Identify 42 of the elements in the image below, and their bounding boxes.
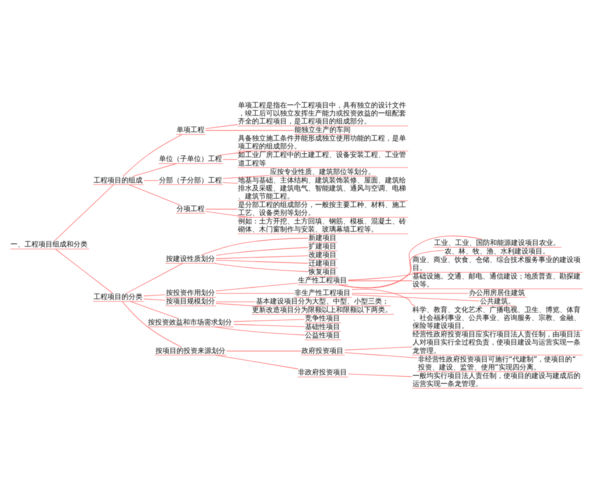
connector	[233, 319, 305, 322]
connector	[344, 346, 412, 350]
connector	[205, 211, 252, 218]
connector	[216, 293, 294, 294]
connector	[216, 282, 298, 292]
connector	[233, 324, 305, 327]
connector	[144, 298, 166, 301]
connector	[214, 326, 305, 336]
connector	[200, 238, 308, 256]
connector	[226, 350, 302, 352]
connector	[216, 260, 308, 264]
connector	[214, 263, 308, 272]
connector	[126, 263, 183, 294]
connector	[216, 247, 308, 256]
connector	[205, 208, 238, 210]
connector	[222, 159, 238, 160]
connector	[215, 354, 298, 370]
connector	[348, 374, 412, 377]
connector	[144, 294, 166, 296]
connector	[122, 301, 182, 348]
connector	[222, 182, 238, 184]
connector	[352, 289, 416, 307]
connector	[216, 255, 308, 259]
connector	[54, 184, 114, 242]
connector	[205, 130, 294, 131]
connector	[218, 150, 252, 156]
connector	[344, 352, 418, 358]
connector	[222, 175, 270, 179]
connector	[216, 303, 260, 307]
connector	[144, 180, 159, 181]
connector	[352, 294, 480, 302]
connector	[348, 272, 424, 280]
connector	[55, 248, 113, 294]
connector	[205, 124, 238, 129]
connector	[128, 184, 180, 206]
connector	[352, 293, 469, 294]
connector	[132, 163, 177, 177]
connector	[339, 250, 444, 288]
connector	[338, 236, 482, 288]
connector	[130, 301, 180, 320]
connector	[122, 134, 182, 177]
connector	[348, 280, 412, 282]
